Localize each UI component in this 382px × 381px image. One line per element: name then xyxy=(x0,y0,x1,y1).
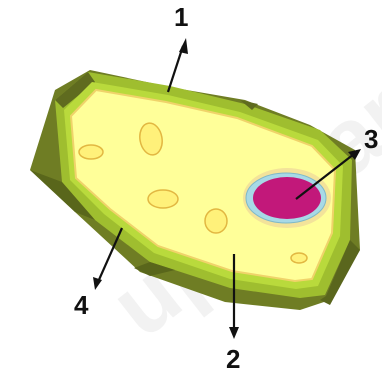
organelle-5 xyxy=(291,253,307,263)
organelle-4 xyxy=(205,209,227,233)
label-3: 3 xyxy=(364,124,378,154)
label-2: 2 xyxy=(226,344,240,374)
arrow-1-head xyxy=(179,38,188,54)
nucleus-core xyxy=(253,177,321,219)
arrow-2-head xyxy=(229,327,239,339)
nucleus xyxy=(243,168,331,228)
arrow-1-line xyxy=(168,46,183,92)
organelle-1 xyxy=(79,145,103,159)
label-4: 4 xyxy=(74,290,89,320)
label-1: 1 xyxy=(174,2,188,32)
organelle-3 xyxy=(148,190,178,208)
